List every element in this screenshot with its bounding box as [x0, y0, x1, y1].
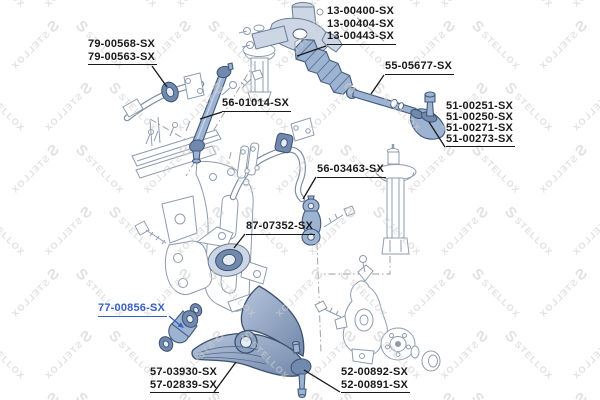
part-label-group-13[interactable]: 13-00400-SX 13-00404-SX 13-00443-SX — [327, 5, 397, 45]
part-number[interactable]: 77-00856-SX — [98, 302, 166, 314]
part-number[interactable]: 57-02839-SX — [150, 378, 218, 391]
leader-line-77 — [168, 315, 182, 327]
inner-tie-rod-drawing — [345, 86, 417, 116]
rack-boot-drawing — [294, 39, 353, 95]
control-arm-bushing-drawing — [158, 303, 203, 352]
wheel-hub-drawing — [380, 327, 441, 372]
stabilizer-bar-right-drawing — [229, 117, 315, 203]
part-label-77-00856-highlighted[interactable]: 77-00856-SX — [98, 302, 168, 317]
leader-line-79 — [151, 65, 168, 88]
part-number[interactable]: 51-00250-SX — [446, 111, 514, 123]
part-label-56-01014[interactable]: 56-01014-SX — [222, 97, 292, 112]
ball-joint-drawing — [290, 340, 312, 399]
part-label-group-52[interactable]: 52-00892-SX 52-00891-SX — [341, 366, 411, 393]
part-number[interactable]: 79-00568-SX — [88, 38, 156, 50]
part-number[interactable]: 57-03930-SX — [150, 366, 218, 378]
control-arm-drawing — [191, 285, 305, 377]
leader-line-57 — [213, 361, 237, 393]
leader-line-13 — [296, 45, 327, 57]
steering-knuckle-drawing — [314, 255, 388, 365]
leader-line-55 — [370, 74, 385, 95]
part-number[interactable]: 13-00400-SX — [327, 5, 395, 17]
leader-line-56-01014 — [199, 111, 223, 120]
part-number[interactable]: 52-00891-SX — [341, 378, 409, 391]
part-number[interactable]: 13-00443-SX — [327, 30, 395, 42]
part-number[interactable]: 51-00273-SX — [446, 133, 514, 145]
part-number[interactable]: 51-00271-SX — [446, 122, 514, 134]
bracket-bushing-drawing — [207, 243, 251, 277]
control-arm-bracket-drawing — [164, 226, 268, 296]
part-label-group-51[interactable]: 51-00251-SX 51-00250-SX 51-00271-SX 51-0… — [446, 100, 516, 147]
part-number[interactable]: 87-07352-SX — [246, 220, 314, 232]
leader-line-51 — [428, 121, 446, 148]
leader-line-52 — [303, 369, 341, 393]
part-label-87-07352[interactable]: 87-07352-SX — [246, 220, 316, 235]
stabilizer-bar-left-drawing — [122, 72, 237, 122]
part-number[interactable]: 79-00563-SX — [88, 50, 156, 63]
part-number[interactable]: 13-00404-SX — [327, 17, 395, 30]
part-number[interactable]: 51-00251-SX — [446, 100, 514, 112]
part-label-group-79[interactable]: 79-00568-SX 79-00563-SX — [88, 38, 158, 65]
tie-rod-end-drawing — [410, 91, 446, 140]
part-number[interactable]: 55-05677-SX — [385, 60, 453, 72]
strut-right-drawing — [375, 144, 417, 255]
part-label-56-03463[interactable]: 56-03463-SX — [317, 163, 387, 178]
part-label-group-57[interactable]: 57-03930-SX 57-02839-SX — [150, 366, 220, 393]
leader-arrowhead-77 — [177, 322, 184, 328]
part-label-55-05677[interactable]: 55-05677-SX — [385, 60, 455, 75]
leader-line-87 — [233, 233, 246, 249]
leader-line-56-03463 — [302, 176, 317, 200]
part-number[interactable]: 56-03463-SX — [317, 163, 385, 175]
part-number[interactable]: 52-00892-SX — [341, 366, 409, 378]
part-number[interactable]: 56-01014-SX — [222, 97, 290, 109]
